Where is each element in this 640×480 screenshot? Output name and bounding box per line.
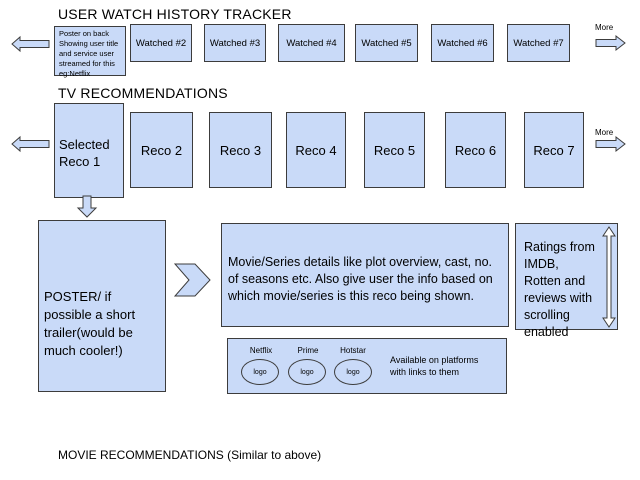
poster-panel[interactable]: POSTER/ if possible a short trailer(woul…: [38, 220, 166, 392]
history-card[interactable]: Watched #6: [431, 24, 494, 62]
down-arrow-icon: [76, 195, 98, 218]
description-panel: Movie/Series details like plot overview,…: [221, 223, 509, 327]
history-card[interactable]: Watched #5: [355, 24, 418, 62]
chevron-right-icon: [173, 263, 211, 297]
history-card[interactable]: Watched #7: [507, 24, 570, 62]
movies-title: MOVIE RECOMMENDATIONS (Similar to above): [58, 448, 322, 462]
history-more-label: More: [595, 23, 614, 32]
tv-reco-card[interactable]: Reco 3: [209, 112, 272, 188]
ratings-panel[interactable]: Ratings from IMDB, Rotten and reviews wi…: [515, 223, 618, 339]
tv-card-selected[interactable]: Selected Reco 1: [54, 103, 124, 198]
platform-name-hotstar: Hotstar: [340, 346, 366, 355]
history-card[interactable]: Watched #2: [130, 24, 192, 62]
history-card[interactable]: Watched #4: [278, 24, 345, 62]
scroll-updown-icon[interactable]: [602, 226, 616, 328]
prime-logo-icon[interactable]: logo: [288, 359, 326, 385]
history-card[interactable]: Watched #3: [204, 24, 266, 62]
tv-reco-card[interactable]: Reco 4: [286, 112, 346, 188]
tv-right-arrow-icon[interactable]: [595, 135, 626, 153]
platform-name-netflix: Netflix: [249, 346, 273, 355]
tv-left-arrow-icon[interactable]: [11, 135, 50, 153]
tv-reco-card[interactable]: Reco 5: [364, 112, 425, 188]
tv-reco-card[interactable]: Reco 7: [524, 112, 584, 188]
history-left-arrow-icon[interactable]: [11, 35, 50, 53]
hotstar-logo-icon[interactable]: logo: [334, 359, 372, 385]
platforms-note: Available on platforms with links to the…: [390, 355, 479, 377]
tv-reco-card[interactable]: Reco 2: [130, 112, 193, 188]
history-card-current[interactable]: Poster on back Showing user title and se…: [54, 26, 126, 78]
history-right-arrow-icon[interactable]: [595, 34, 626, 52]
tv-title: TV RECOMMENDATIONS: [58, 85, 228, 101]
netflix-logo-icon[interactable]: logo: [241, 359, 279, 385]
history-title: USER WATCH HISTORY TRACKER: [58, 6, 292, 22]
tv-more-label: More: [595, 128, 614, 137]
platform-name-prime: Prime: [297, 346, 319, 355]
tv-reco-card[interactable]: Reco 6: [445, 112, 506, 188]
